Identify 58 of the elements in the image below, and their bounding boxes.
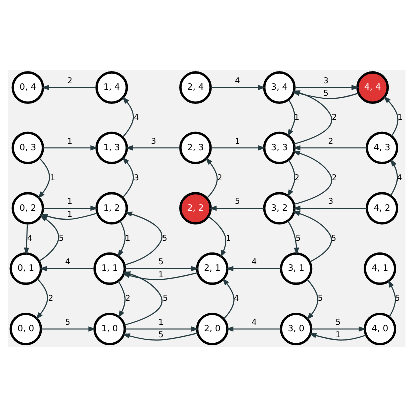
arrow: [42, 85, 97, 90]
node-circle: 1, 2: [96, 192, 128, 225]
arrow: [288, 220, 300, 256]
arrow: [125, 146, 180, 151]
arrow: [306, 279, 319, 320]
arrow: [122, 157, 134, 198]
node-circle: 2, 4: [180, 72, 212, 104]
node-circle: 4, 2: [366, 192, 398, 225]
arrow: [24, 224, 30, 256]
arrow: [292, 211, 332, 263]
arrow: [38, 215, 60, 262]
node-circle: 0, 1: [10, 252, 42, 286]
node-circle: 3, 1: [280, 252, 313, 286]
node-circle: 2, 0: [196, 312, 229, 346]
node-circle: 0, 3: [12, 132, 44, 164]
arrow: [293, 146, 368, 151]
node-circle: 2, 2: [180, 192, 212, 225]
arrow: [122, 96, 134, 138]
arrow: [210, 146, 266, 151]
arrow: [125, 266, 199, 272]
arrow: [293, 206, 368, 212]
arrow: [43, 146, 98, 151]
node-circle: 3, 4: [263, 72, 296, 104]
arrow: [210, 85, 266, 90]
arrow: [41, 326, 96, 332]
arrow: [38, 158, 50, 200]
arrow: [294, 85, 360, 90]
arrow: [222, 278, 235, 320]
node-circle: 1, 1: [94, 252, 126, 286]
arrow: [312, 326, 366, 332]
arrow: [43, 206, 98, 212]
arrow: [36, 278, 48, 320]
node-circle: 4, 4: [356, 72, 390, 104]
arrow: [388, 280, 396, 318]
arrow: [209, 206, 264, 212]
node-circle: 4, 3: [366, 132, 398, 164]
arrow: [226, 326, 282, 332]
node-circle: 3, 2: [263, 192, 296, 225]
arrow: [226, 266, 282, 272]
arrow: [125, 326, 199, 332]
arrow: [292, 150, 332, 206]
node-circle: 0, 4: [12, 72, 44, 104]
arrow: [390, 159, 398, 196]
arrow: [288, 160, 296, 198]
arrow: [124, 212, 163, 266]
arrow: [309, 333, 366, 341]
node-circle: 1, 0: [94, 312, 126, 346]
arrow: [118, 220, 126, 258]
arrow: [118, 281, 126, 318]
node-circle: 4, 0: [364, 312, 396, 346]
arrow: [206, 158, 218, 199]
arrow: [122, 332, 198, 341]
node-circle: 4, 1: [364, 252, 396, 286]
arrow: [208, 216, 227, 258]
node-circle: 3, 3: [263, 132, 296, 164]
arrow: [40, 266, 95, 272]
arrow: [288, 100, 296, 137]
arrow: [384, 96, 399, 137]
